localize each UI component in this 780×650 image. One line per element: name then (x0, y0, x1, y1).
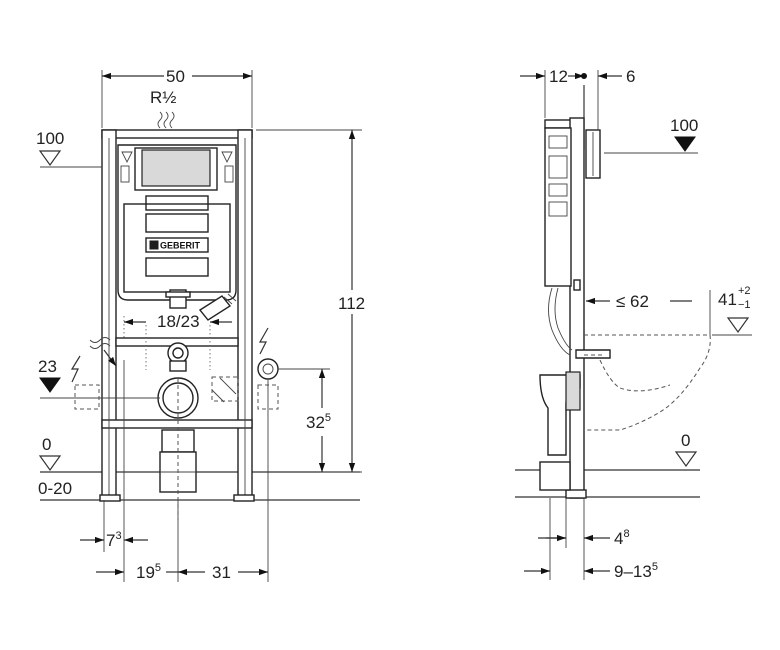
front-view: GEBERIT (36, 67, 365, 582)
bowl-height-marker: 41 +2 −1 (712, 285, 752, 336)
bowl-height-tol-minus: −1 (738, 299, 751, 311)
level-marker-100: 100 (36, 129, 102, 168)
bowl-height-tol-plus: +2 (738, 285, 751, 297)
power-symbol-left (70, 337, 117, 383)
side-outlets (74, 376, 239, 410)
flush-pipe (165, 289, 237, 372)
depth-dimensions: 12 6 (520, 67, 635, 130)
level-0-label: 0 (42, 435, 51, 454)
side-level-100-label: 100 (670, 116, 698, 135)
drain-height-label: 325 (306, 412, 331, 432)
bowl-depth-dimension: ≤ 62 (586, 290, 711, 335)
side-level-0: 0 (674, 431, 698, 468)
bottom-7-3-label: 73 (106, 530, 122, 550)
level-23-label: 23 (38, 357, 57, 376)
brand-logo: GEBERIT (160, 241, 201, 251)
floor-range-label: 0-20 (38, 479, 72, 498)
bowl-depth-label: ≤ 62 (616, 292, 649, 311)
side-bottom-range-label: 9–135 (614, 561, 658, 581)
wc-bowl (584, 334, 711, 431)
level-marker-0: 0 0-20 (38, 435, 72, 498)
front-frame (99, 129, 255, 502)
height-dimension: 112 (256, 129, 365, 473)
power-symbol-right (258, 327, 269, 355)
height-label: 112 (338, 294, 365, 313)
side-view: 12 6 100 ≤ 62 41 +2 −1 (515, 67, 752, 581)
drain-height-dimension: 325 (278, 368, 331, 472)
width-dimension: 50 (101, 67, 253, 128)
water-inlet-symbol (157, 111, 175, 129)
side-pipes (539, 279, 611, 491)
connection-size-label: R½ (150, 88, 176, 107)
actuator-markers: 18/23 (123, 312, 232, 370)
depth-6-label: 6 (626, 67, 635, 86)
bottom-31-label: 31 (212, 563, 231, 582)
actuator-spacing-label: 18/23 (157, 312, 200, 331)
side-bottom-4-8-label: 48 (614, 528, 630, 548)
side-level-100: 100 (604, 116, 698, 154)
depth-12-label: 12 (549, 67, 568, 86)
side-level-0-label: 0 (681, 431, 690, 450)
cistern: GEBERIT (117, 144, 237, 301)
width-label: 50 (166, 67, 185, 86)
bottom-19-5-label: 195 (136, 562, 161, 582)
level-marker-23: 23 (38, 357, 160, 399)
bowl-height-label: 41 (718, 290, 737, 309)
side-bottom-dimensions: 48 9–135 (524, 498, 658, 581)
bottom-dimensions: 73 195 31 (80, 360, 269, 582)
level-100-label: 100 (36, 129, 64, 148)
drain-elbow (157, 377, 199, 520)
